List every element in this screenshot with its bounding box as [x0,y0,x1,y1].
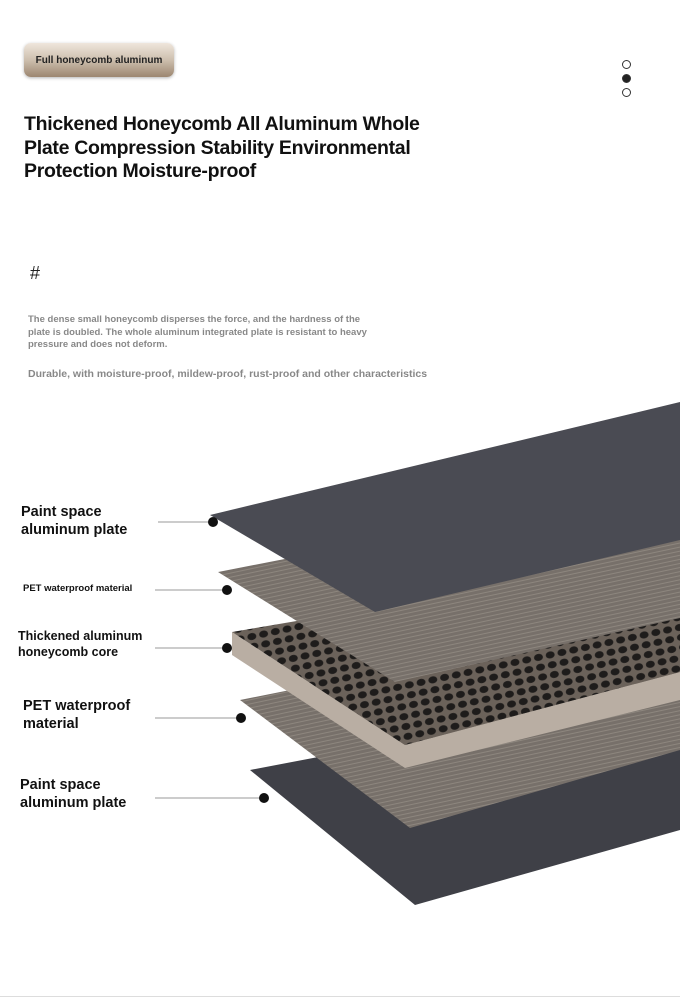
carousel-dot[interactable] [622,88,631,97]
category-badge: Full honeycomb aluminum [24,43,174,77]
carousel-dot[interactable] [622,60,631,69]
leader-dots [208,517,269,803]
page-title: Thickened Honeycomb All Aluminum Whole P… [24,113,420,182]
layer-label-top-plate: Paint space aluminum plate [21,504,128,538]
layer-label-bottom-pet: PET waterproof material [23,698,131,732]
features-text: Durable, with moisture-proof, mildew-pro… [28,368,428,380]
layer-label-core: Thickened aluminum honeycomb core [18,629,143,659]
divider [0,996,680,997]
layer-label-top-pet: PET waterproof material [23,583,133,594]
layer-label-bottom-plate: Paint space aluminum plate [20,777,127,811]
top-aluminum-plate [210,402,680,612]
leader-lines [155,521,263,799]
description: The dense small honeycomb disperses the … [28,314,367,350]
carousel-indicator [622,60,631,102]
carousel-dot-active[interactable] [622,74,631,83]
honeycomb-core-side [232,632,680,768]
hash-mark: # [30,263,41,283]
